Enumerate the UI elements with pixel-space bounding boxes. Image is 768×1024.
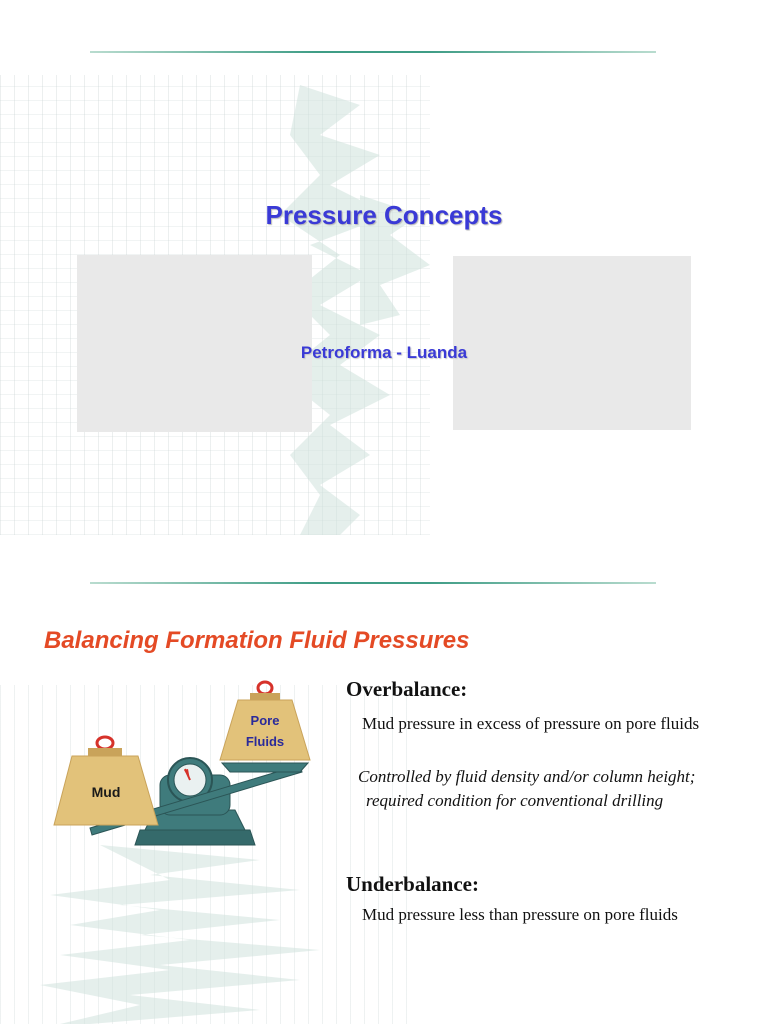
image-placeholder-left: [77, 255, 312, 432]
underbalance-point-1: Mud pressure less than pressure on pore …: [362, 905, 678, 924]
top-divider: [90, 582, 656, 584]
overbalance-point-2: Controlled by fluid density and/or colum…: [358, 767, 696, 810]
slide-title-text: Balancing Formation Fluid Pressures: [44, 627, 470, 654]
balance-scale-icon: Pore Fluids Mud: [53, 680, 311, 846]
left-weight-label: Mud: [92, 784, 121, 800]
overbalance-point-1: Mud pressure in excess of pressure on po…: [362, 714, 700, 733]
right-weight-label-line1: Pore: [251, 713, 280, 728]
underbalance-heading: Underbalance:: [346, 872, 479, 896]
right-weight-label-line2: Fluids: [246, 734, 284, 749]
slide-title: Pressure Concepts Petroforma - Luanda: [0, 51, 691, 535]
balance-scale-illustration: Pore Fluids Mud: [50, 680, 330, 865]
slide-title-text: Pressure Concepts: [265, 200, 503, 230]
slide-subtitle-text: Petroforma - Luanda: [300, 343, 468, 362]
top-divider: [90, 51, 656, 53]
overbalance-heading: Overbalance:: [346, 677, 468, 701]
image-placeholder-right: [453, 256, 691, 430]
slide-balancing: Balancing Formation Fluid Pressures Pore…: [0, 535, 768, 1024]
well-log-decoration: [280, 85, 430, 535]
background-grid: [0, 685, 420, 1024]
well-log-decoration: [40, 845, 320, 1024]
